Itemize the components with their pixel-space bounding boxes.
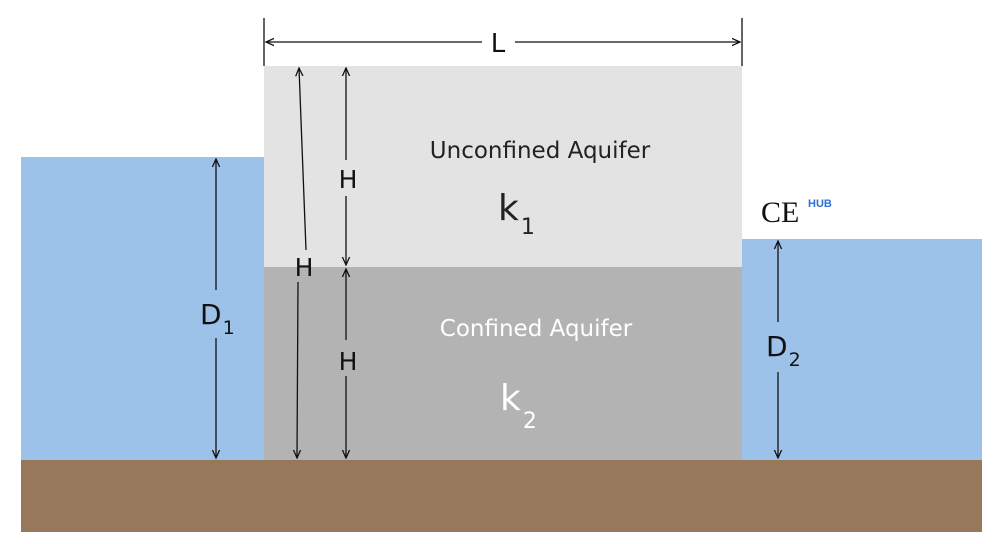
confined-aquifer-layer <box>264 267 742 460</box>
right-depth-label: D2 <box>766 330 801 371</box>
confined-conductivity-subscript: 2 <box>523 409 537 434</box>
right-water-body <box>742 239 982 460</box>
left-depth-subscript: 1 <box>223 317 235 339</box>
ground-layer <box>21 460 982 532</box>
lower-thickness-label: H <box>339 347 358 376</box>
unconfined-conductivity-label: k1 <box>498 188 535 240</box>
total-thickness-arrow-top <box>299 68 307 251</box>
cehub-logo-main: CE <box>761 196 799 229</box>
confined-aquifer-title: Confined Aquifer <box>440 316 633 342</box>
total-thickness-arrow-bottom <box>297 281 298 458</box>
left-depth-label: D1 <box>200 298 235 339</box>
right-depth-subscript: 2 <box>789 349 801 371</box>
left-depth-symbol: D <box>200 298 222 331</box>
confined-conductivity-label: k2 <box>500 378 537 434</box>
unconfined-aquifer-layer <box>264 66 742 267</box>
unconfined-conductivity-subscript: 1 <box>521 215 535 240</box>
left-water-body <box>21 157 264 460</box>
unconfined-aquifer-title: Unconfined Aquifer <box>430 138 651 164</box>
confined-conductivity-symbol: k <box>500 378 521 419</box>
total-thickness-label: H <box>295 253 314 282</box>
cehub-logo-superscript: HUB <box>808 198 832 210</box>
upper-thickness-label: H <box>339 165 358 194</box>
unconfined-conductivity-symbol: k <box>498 188 519 229</box>
length-label: L <box>491 29 506 59</box>
right-depth-symbol: D <box>766 330 788 363</box>
